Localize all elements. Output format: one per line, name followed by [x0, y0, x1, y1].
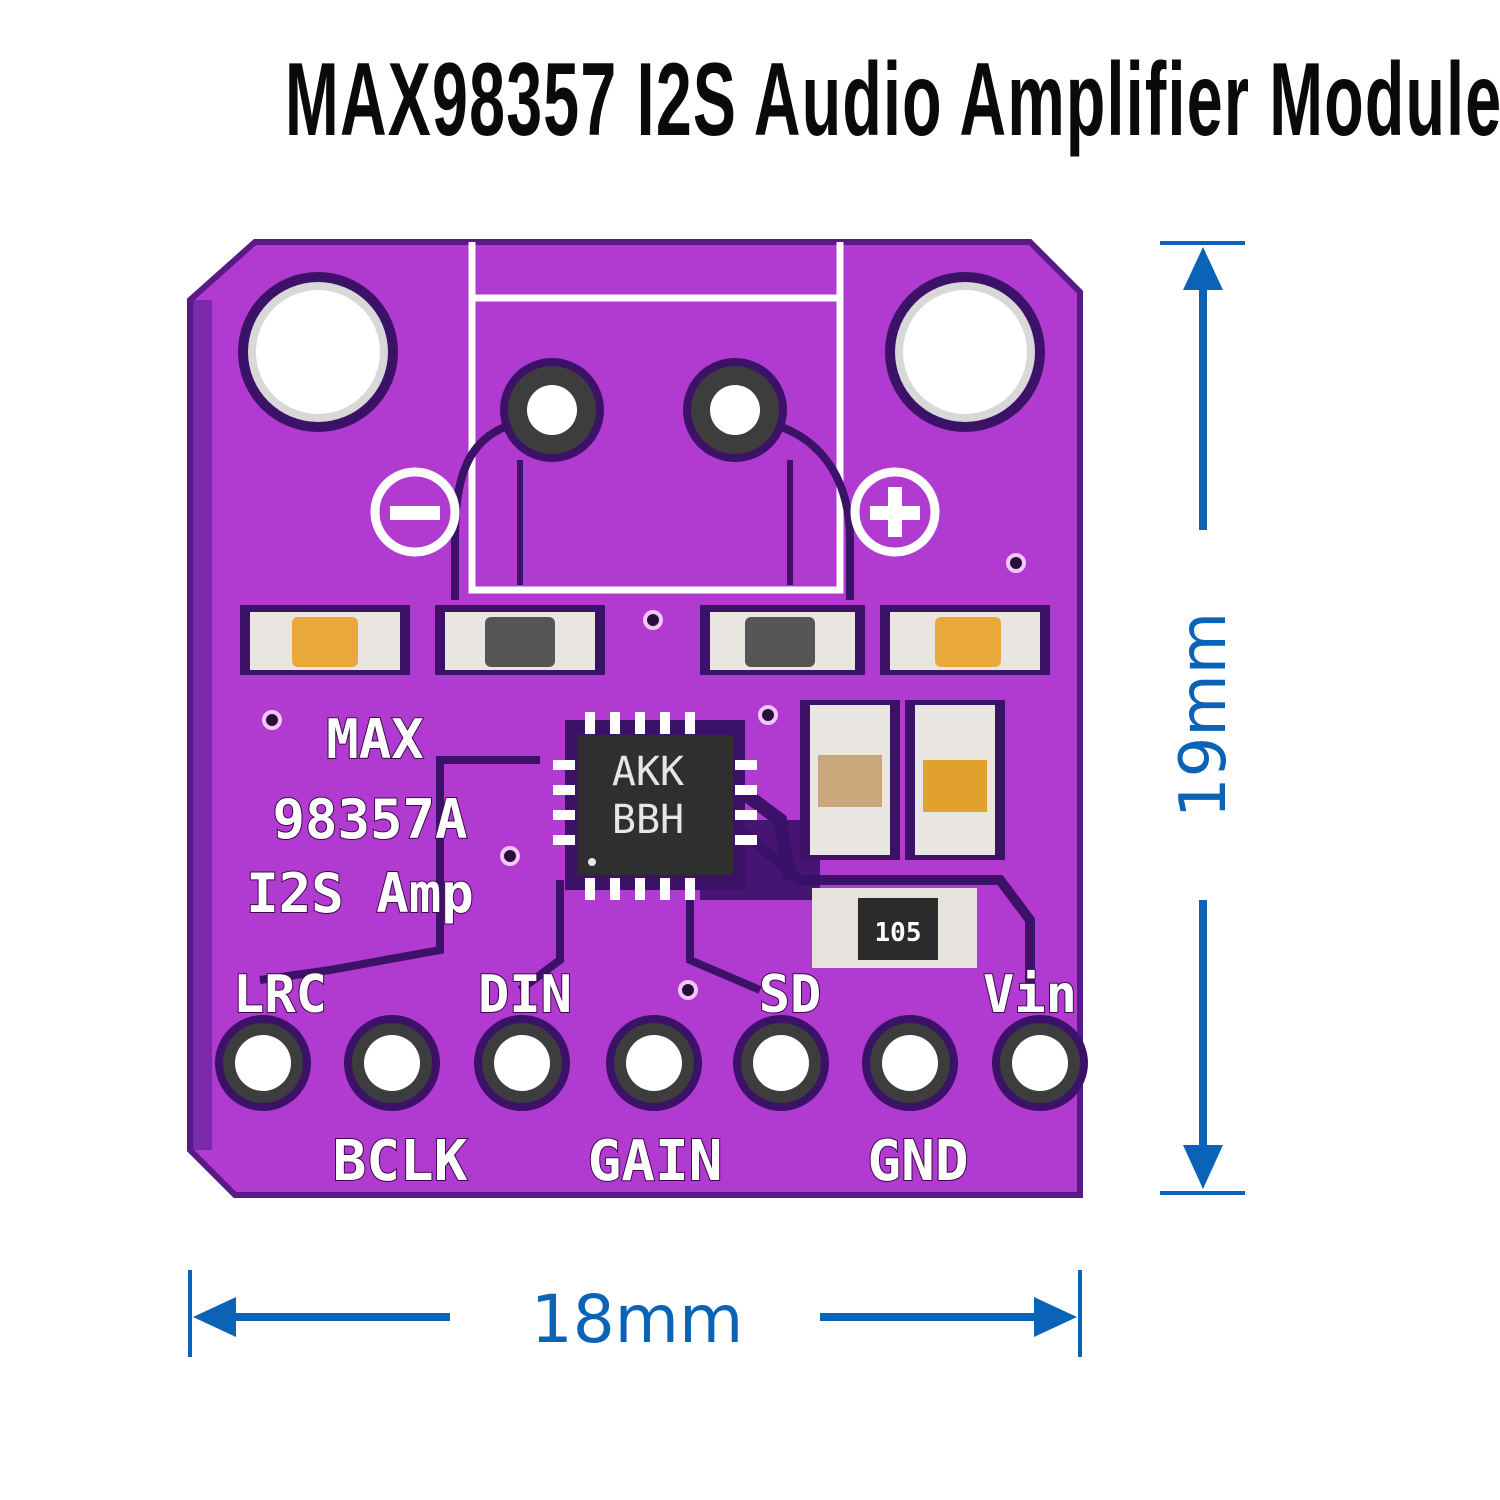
chip-marking-line2: BBH	[612, 797, 684, 843]
silkscreen-line1: MAX	[326, 708, 424, 771]
pin-hole	[215, 1015, 311, 1111]
speaker-pad-negative	[500, 358, 604, 462]
pin-label-bclk: BCLK	[333, 1129, 468, 1194]
pin-hole	[606, 1015, 702, 1111]
pin-hole	[992, 1015, 1088, 1111]
pin-label-vin: Vin	[983, 965, 1077, 1025]
smd-capacitor-3	[800, 700, 900, 860]
mounting-hole-right	[885, 272, 1045, 432]
smd-capacitor-4	[905, 700, 1005, 860]
mounting-hole-left	[238, 272, 398, 432]
pin-label-lrc: LRC	[233, 965, 327, 1025]
arrow-left-icon	[193, 1297, 236, 1337]
height-dimension: 19mm	[1160, 241, 1245, 1195]
smd-inductor-1	[435, 605, 605, 675]
width-dimension: 18mm	[188, 1270, 1082, 1358]
amplifier-ic: AKK BBH	[553, 712, 757, 900]
smd-capacitor-1	[240, 605, 410, 675]
smd-inductor-2	[700, 605, 865, 675]
height-label: 19mm	[1167, 612, 1241, 818]
silkscreen-line3: I2S Amp	[246, 862, 474, 925]
speaker-pad-positive	[683, 358, 787, 462]
arrow-up-icon	[1183, 247, 1223, 290]
pin-header	[215, 1015, 1088, 1111]
chip-marking-line1: AKK	[612, 749, 684, 795]
arrow-down-icon	[1183, 1145, 1223, 1189]
pin-hole	[733, 1015, 829, 1111]
pin-label-sd: SD	[759, 965, 822, 1025]
smd-resistor: 105	[812, 888, 977, 968]
silkscreen-line2: 98357A	[272, 788, 467, 851]
pin-hole	[862, 1015, 958, 1111]
pin-label-gnd: GND	[867, 1129, 968, 1194]
vias	[262, 553, 1026, 1000]
pin-hole	[344, 1015, 440, 1111]
plus-icon	[850, 467, 940, 557]
pin-hole	[474, 1015, 570, 1111]
smd-capacitor-2	[880, 605, 1050, 675]
pin-label-din: DIN	[478, 965, 572, 1025]
arrow-right-icon	[1034, 1297, 1077, 1337]
minus-icon	[370, 467, 460, 557]
width-label: 18mm	[531, 1281, 744, 1358]
resistor-marking: 105	[875, 918, 922, 948]
pin-label-gain: GAIN	[588, 1129, 723, 1194]
